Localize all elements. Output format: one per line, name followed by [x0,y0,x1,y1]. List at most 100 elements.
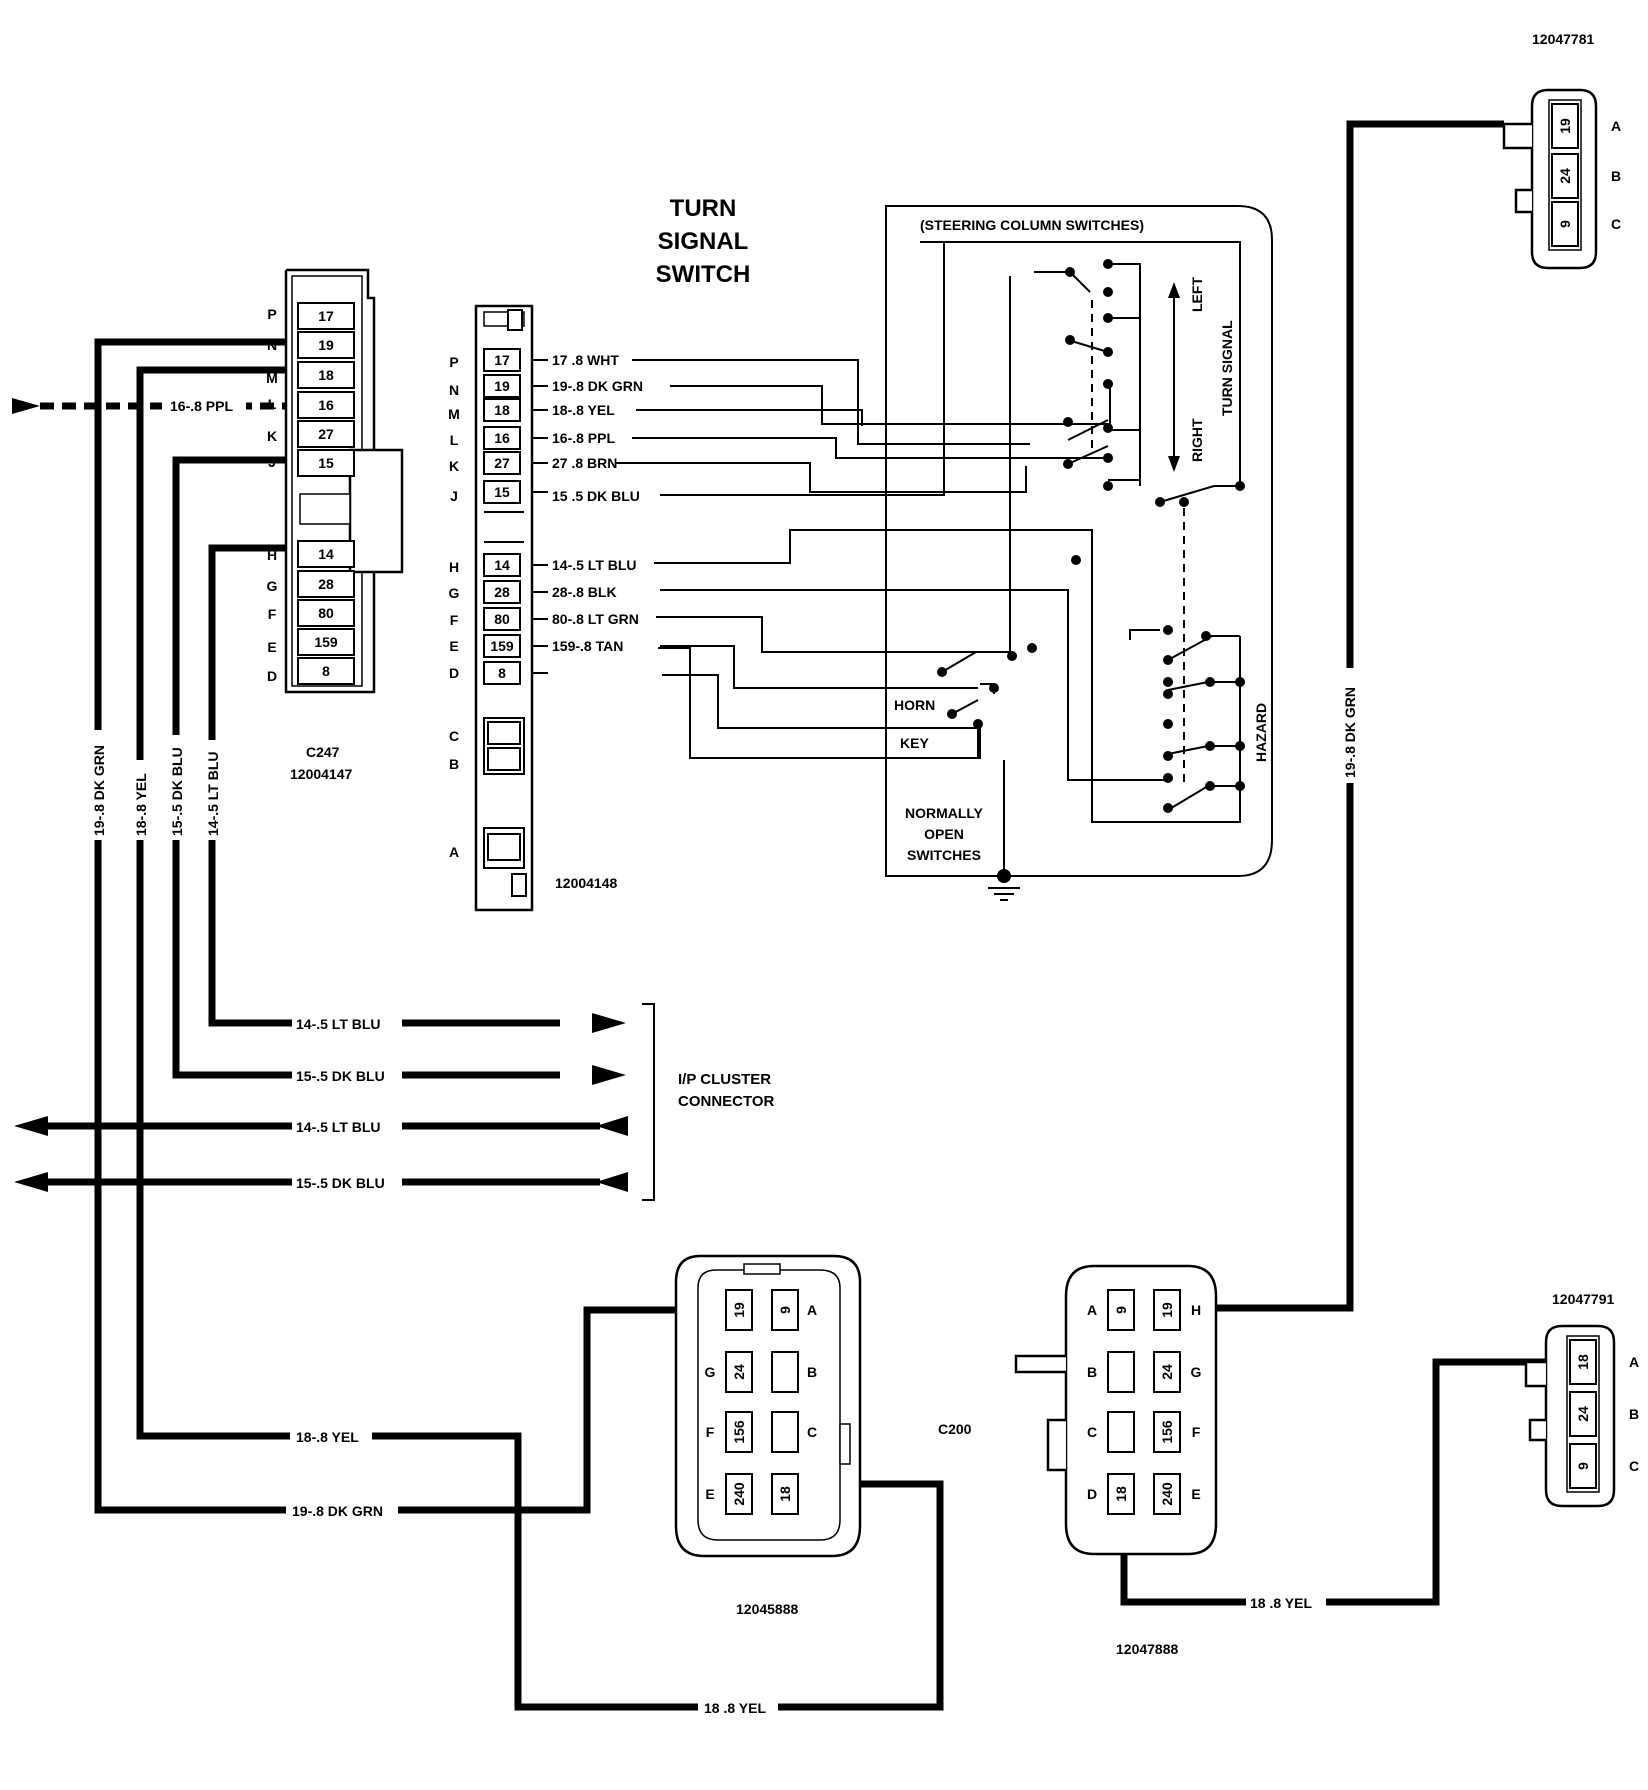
ts-pin-letter: H [449,559,459,575]
small-connector-cell [1551,201,1579,247]
c200-cell [725,1351,753,1393]
ts-pin-letter: J [450,488,458,504]
ip-cluster-label-2: CONNECTOR [678,1093,775,1110]
ts-cell-label: 16 [494,430,510,446]
bottom-connector-part: 12047791 [1552,1291,1615,1307]
steering-column-switches [885,205,1273,877]
c200-part: 12045888 [736,1601,799,1617]
wire-label-18-yel: 18-.8 YEL [133,773,149,836]
mating-pin-letter: H [1191,1302,1201,1318]
c247-pin-letter: N [267,337,277,353]
c247-cell [297,361,355,389]
c200-pin-letter: E [705,1486,714,1502]
small-connector-pin-letter: C [1611,216,1621,232]
small-connector-pin-letter: B [1611,168,1621,184]
ts-cell-label: 27 [494,455,510,471]
mating-cell-label: 18 [1113,1486,1129,1502]
c200-cell [725,1411,753,1453]
c200-cell-label: 19 [731,1302,747,1318]
ip-wire-4: 15-.5 DK BLU [296,1175,385,1191]
ts-cell [483,348,521,372]
c247-pin-letter: F [268,606,277,622]
ts-cell-label: 18 [494,402,510,418]
ts-wire-label: 27 .8 BRN [552,455,617,471]
c247-pin-letter: K [267,428,277,444]
c247-cell-label: 27 [318,426,334,442]
c200-cell-label: 156 [731,1420,747,1444]
ip-wire-1: 14-.5 LT BLU [296,1016,381,1032]
mating-pin-letter: A [1087,1302,1097,1318]
small-connector-cell-label: 9 [1557,220,1573,228]
ts-wire-label: 80-.8 LT GRN [552,611,639,627]
left-label: LEFT [1189,277,1205,312]
ts-pin-letter: E [449,638,458,654]
c200-cell-label: 18 [777,1486,793,1502]
c200-cell [771,1289,799,1331]
ts-pin-letter: P [449,354,458,370]
bottom-wire-dkgrn-left: 19-.8 DK GRN [292,1503,383,1519]
mating-pin-letter: B [1087,1364,1097,1380]
ts-cell-label: 14 [494,557,510,573]
top-connector-part: 12047781 [1532,31,1595,47]
ts-cell-label: 28 [494,584,510,600]
mating-cell [1107,1411,1135,1453]
c247-pin-letter: E [267,639,276,655]
wire-label-19-dkgrn: 19-.8 DK GRN [91,745,107,836]
ts-cell [483,607,521,631]
mating-cell [1107,1351,1135,1393]
ts-pin-letter: M [448,406,460,422]
c247-name: C247 [306,744,340,760]
ts-cell [483,661,521,685]
c200-cell [771,1351,799,1393]
small-connector-cell-label: 18 [1575,1354,1591,1370]
mating-cell-label: 19 [1159,1302,1175,1318]
small-connector-cell [1569,1339,1597,1385]
c247-cell [297,540,355,568]
ts-pin-letter: C [449,728,459,744]
c247-cell [297,331,355,359]
c200-cell-label: 9 [777,1306,793,1314]
mating-cell [1153,1473,1181,1515]
wire-label-15-dkblu: 15-.5 DK BLU [169,747,185,836]
ts-cell [483,398,521,422]
title-line-3: SWITCH [656,261,751,288]
small-connector-pin-letter: A [1611,118,1621,134]
c247-cell-label: 17 [318,308,334,324]
horn-label: HORN [894,697,935,713]
c247-cell-label: 159 [314,634,338,650]
c200-pin-letter: F [706,1424,715,1440]
c247-cell-label: 8 [322,663,330,679]
mating-cell-label: 9 [1113,1306,1129,1314]
ts-cell-label: 17 [494,352,510,368]
ts-wire-label: 17 .8 WHT [552,352,619,368]
wire-label-dkgrn-right: 19-.8 DK GRN [1342,687,1358,778]
ts-pin-letter: N [449,382,459,398]
c200-cell [725,1473,753,1515]
c247-pin-letter: J [268,454,276,470]
ts-pin-letter: G [449,585,460,601]
small-connector-cell-label: 19 [1557,118,1573,134]
c247-pin-letter: H [267,547,277,563]
c247-cell-label: 18 [318,367,334,383]
ts-pin-letter: K [449,458,459,474]
normally-open-3: SWITCHES [907,847,981,863]
normally-open-2: OPEN [924,826,964,842]
ts-cell [483,580,521,604]
ts-cell [483,634,521,658]
ts-wire-label: 159-.8 TAN [552,638,623,654]
c247-cell [297,599,355,627]
hazard-label: HAZARD [1253,703,1269,762]
c247-cell-label: 15 [318,455,334,471]
ts-cell [483,451,521,475]
ts-pin-letter: F [450,612,459,628]
c200-pin-letter: A [807,1302,817,1318]
c247-cell [297,657,355,685]
ts-cell-label: 15 [494,484,510,500]
small-connector-frame [1566,1335,1600,1493]
c247-cell [297,391,355,419]
small-connector-cell [1569,1391,1597,1437]
ts-pin-letter: L [450,432,459,448]
small-connector-pin-letter: A [1629,1354,1639,1370]
mating-pin-letter: F [1192,1424,1201,1440]
